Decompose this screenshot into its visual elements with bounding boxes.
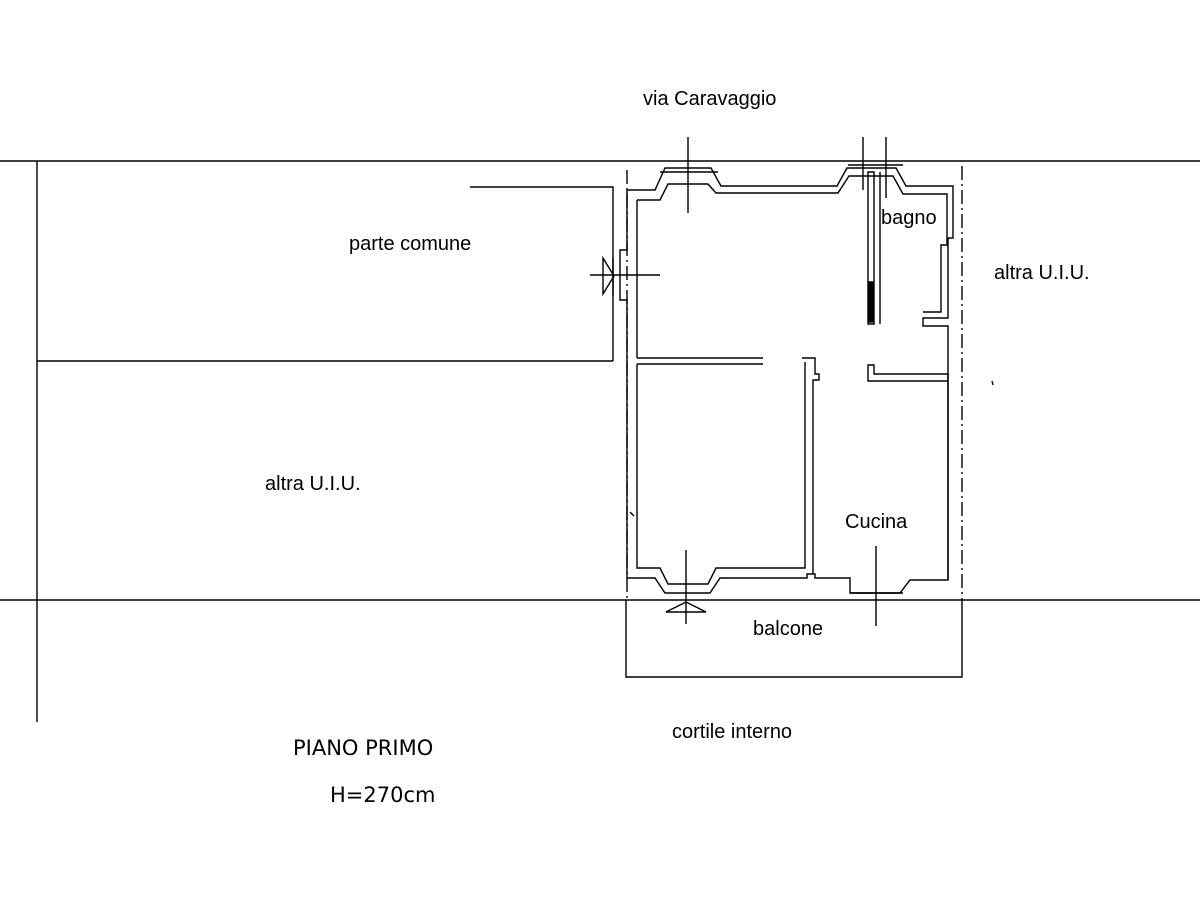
unit-left-label: altra U.I.U. bbox=[265, 473, 361, 495]
apartment-outer-wall bbox=[620, 168, 953, 593]
left-wall-tick bbox=[630, 512, 634, 516]
balcony-outline bbox=[626, 600, 962, 677]
entrance-arrow bbox=[602, 255, 615, 297]
kitchen-label: Cucina bbox=[845, 511, 908, 533]
partition-kitchen-left bbox=[802, 358, 819, 574]
unit-right-label: altra U.I.U. bbox=[994, 262, 1090, 284]
common-area-label: parte comune bbox=[349, 233, 472, 255]
right-stray-mark bbox=[992, 381, 993, 385]
bathroom-label: bagno bbox=[881, 207, 937, 229]
balcony-door-arrow bbox=[665, 601, 707, 613]
courtyard-label: cortile interno bbox=[672, 721, 793, 743]
common-area-boundary bbox=[470, 187, 613, 361]
apartment-inner-wall-lower bbox=[637, 362, 805, 584]
street-label: via Caravaggio bbox=[643, 88, 777, 110]
bathroom-door-leaf bbox=[869, 282, 873, 322]
bathroom-partition bbox=[868, 172, 874, 324]
partition-kitchen-top bbox=[868, 365, 948, 381]
balcony-label: balcone bbox=[753, 618, 824, 640]
apartment-inner-wall bbox=[637, 176, 947, 312]
floor-title: PIANO PRIMO bbox=[293, 736, 434, 760]
ceiling-height-label: H=270cm bbox=[330, 783, 436, 807]
